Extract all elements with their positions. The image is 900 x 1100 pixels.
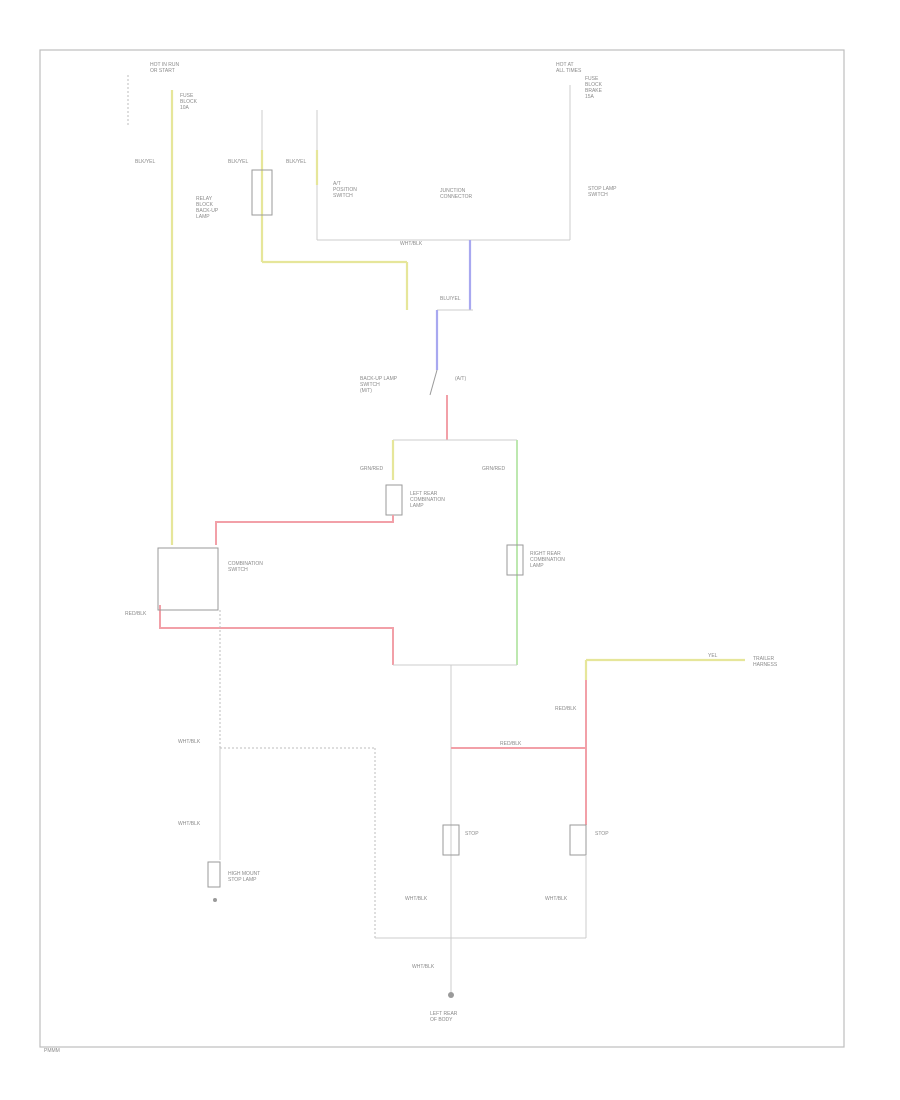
diagram-frame xyxy=(39,49,845,1048)
wire-label-wht-top: WHT/BLK xyxy=(400,241,423,247)
wire-label-blkyel-3: BLK/YEL xyxy=(286,159,307,165)
wire-label-grnred-1: GRN/RED xyxy=(482,466,505,472)
wire-label-redblk-3: RED/BLK xyxy=(500,741,522,747)
wire-label-blkyel-1: BLK/YEL xyxy=(135,159,156,165)
wire-label-yel: YEL xyxy=(708,653,718,659)
wire-label-bluyel: BLU/YEL xyxy=(440,296,461,302)
footer-code: PMMM xyxy=(44,1048,60,1054)
wire-label-wht-b3: WHT/BLK xyxy=(412,964,435,970)
label-stop-left: STOP xyxy=(465,831,479,837)
wire-label-redblk-1: RED/BLK xyxy=(125,611,147,617)
wire-label-wht-b2: WHT/BLK xyxy=(545,896,568,902)
label-stop-right: STOP xyxy=(595,831,609,837)
wire-label-wht-l1: WHT/BLK xyxy=(178,739,201,745)
wire-label-wht-l2: WHT/BLK xyxy=(178,821,201,827)
wire-label-blkyel-2: BLK/YEL xyxy=(228,159,249,165)
label-backup-switch-at: (A/T) xyxy=(455,376,466,382)
wire-label-redblk-2: RED/BLK xyxy=(555,706,577,712)
wire-label-wht-b1: WHT/BLK xyxy=(405,896,428,902)
wire-label-grnred-2: GRN/RED xyxy=(360,466,383,472)
